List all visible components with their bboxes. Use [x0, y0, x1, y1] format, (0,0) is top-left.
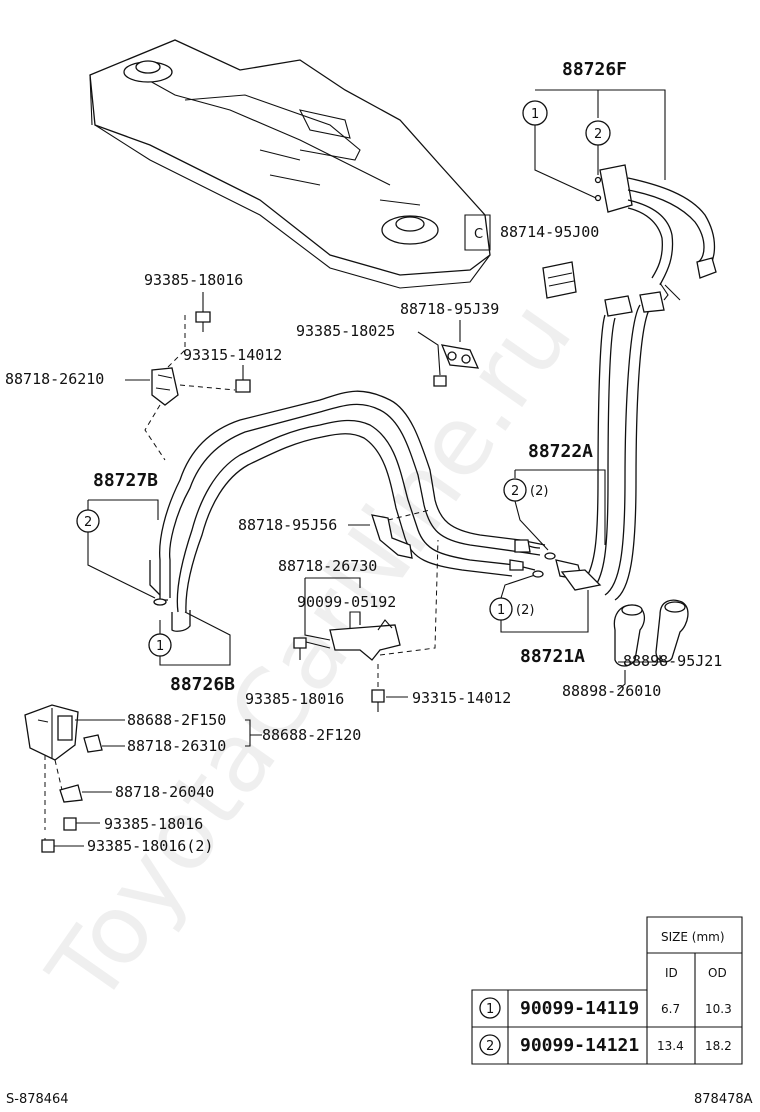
- bracket-88726F: [535, 89, 666, 180]
- label-93315-14012-mid: 93315-14012: [412, 689, 511, 707]
- label-93385-18016-top: 93385-18016: [144, 271, 243, 289]
- callout-1-text: 1: [531, 107, 539, 122]
- bracket-88688-2F150: [24, 704, 79, 761]
- hose-88726F-b: [627, 199, 674, 286]
- clip-88727B: [153, 598, 167, 606]
- label-88721A: 88721A: [520, 646, 585, 667]
- label-88898-26010: 88898-26010: [562, 682, 661, 700]
- size-row-1-part: 90099-14119: [520, 998, 639, 1019]
- label-88718-95J39: 88718-95J39: [400, 300, 499, 318]
- label-88898-95J21: 88898-95J21: [623, 652, 722, 670]
- label-88714-95J00: 88714-95J00: [500, 223, 599, 241]
- label-93385-18016-mid: 93385-18016: [245, 690, 344, 708]
- label-88688-2F150: 88688-2F150: [127, 711, 226, 729]
- grommet-88898-95J21: [655, 599, 689, 663]
- grommet-88898-26010: [613, 604, 646, 667]
- callout-1-88726B-text: 1: [156, 639, 164, 654]
- size-row-2-part: 90099-14121: [520, 1035, 639, 1056]
- qty-88721A: (2): [516, 603, 534, 618]
- bolt-93385-18016-mid: [293, 637, 307, 649]
- size-row-2-num: 2: [486, 1039, 494, 1054]
- size-table-header: SIZE (mm): [661, 930, 725, 944]
- tank-mark-c: C: [474, 227, 483, 242]
- label-88718-26730: 88718-26730: [278, 557, 377, 575]
- bolt-93385-18016-top: [195, 311, 211, 332]
- bracket-88727B: [87, 499, 159, 520]
- pad-88714-95J00: [542, 261, 577, 299]
- label-90099-05192: 90099-05192: [297, 593, 396, 611]
- bracket-88726B: [159, 611, 231, 666]
- label-93385-18016-low: 93385-18016: [104, 815, 203, 833]
- bracket-88722A: [514, 469, 606, 545]
- clamp-88718-26210: [151, 367, 179, 406]
- label-88718-26210: 88718-26210: [5, 370, 104, 388]
- qty-88722A: (2): [530, 484, 548, 499]
- size-row-1-od: 10.3: [705, 1002, 732, 1016]
- clip-88718-26040: [59, 784, 83, 803]
- bolt-93315-14012-top: [235, 379, 251, 393]
- size-row-2-id: 13.4: [657, 1039, 684, 1053]
- label-88722A: 88722A: [528, 441, 593, 462]
- label-88718-26040: 88718-26040: [115, 783, 214, 801]
- label-93385-18016-2: 93385-18016(2): [87, 837, 213, 855]
- label-88727B: 88727B: [93, 470, 158, 491]
- callout-2-text: 2: [594, 127, 602, 142]
- right-vertical-pipes: [584, 282, 681, 601]
- label-93315-14012-top: 93315-14012: [183, 346, 282, 364]
- fuel-pipes: [149, 390, 546, 632]
- fuel-tank-drawing: C: [89, 39, 491, 289]
- bolt-93385-18016-2: [41, 839, 55, 853]
- label-93385-18025: 93385-18025: [296, 322, 395, 340]
- footer-right-code: 878478A: [694, 1092, 753, 1107]
- size-row-1-num: 1: [486, 1002, 494, 1017]
- bracket-88718-26730: [329, 611, 401, 661]
- label-88718-26310: 88718-26310: [127, 737, 226, 755]
- size-table: SIZE (mm) ID OD 1 90099-14119 6.7 10.3 2…: [471, 916, 743, 1065]
- clamp-88718-95J39: [440, 344, 480, 369]
- bolt-93385-18025: [433, 375, 447, 387]
- bolt-93385-18016-low: [63, 817, 77, 831]
- connector-block-88726F: [594, 164, 633, 213]
- callout-1-88721A-text: 1: [497, 603, 505, 618]
- footer-left-code: S-878464: [6, 1092, 69, 1107]
- size-table-col-id: ID: [665, 966, 678, 980]
- clamp-88718-95J56: [371, 514, 413, 559]
- clip-88718-26310: [83, 734, 103, 753]
- size-row-2-od: 18.2: [705, 1039, 732, 1053]
- clip-88721A: [532, 570, 544, 578]
- label-88726F: 88726F: [562, 59, 627, 80]
- size-row-1-id: 6.7: [661, 1002, 680, 1016]
- callout-2-88722A-text: 2: [511, 484, 519, 499]
- label-88718-95J56: 88718-95J56: [238, 516, 337, 534]
- callout-2-88727B-text: 2: [84, 515, 92, 530]
- watermark: ToyotaCarNine.ru: [27, 281, 594, 1024]
- label-88726B: 88726B: [170, 674, 235, 695]
- label-88688-2F120: 88688-2F120: [262, 726, 361, 744]
- size-table-col-od: OD: [708, 966, 727, 980]
- bolt-93315-14012-mid: [371, 689, 385, 712]
